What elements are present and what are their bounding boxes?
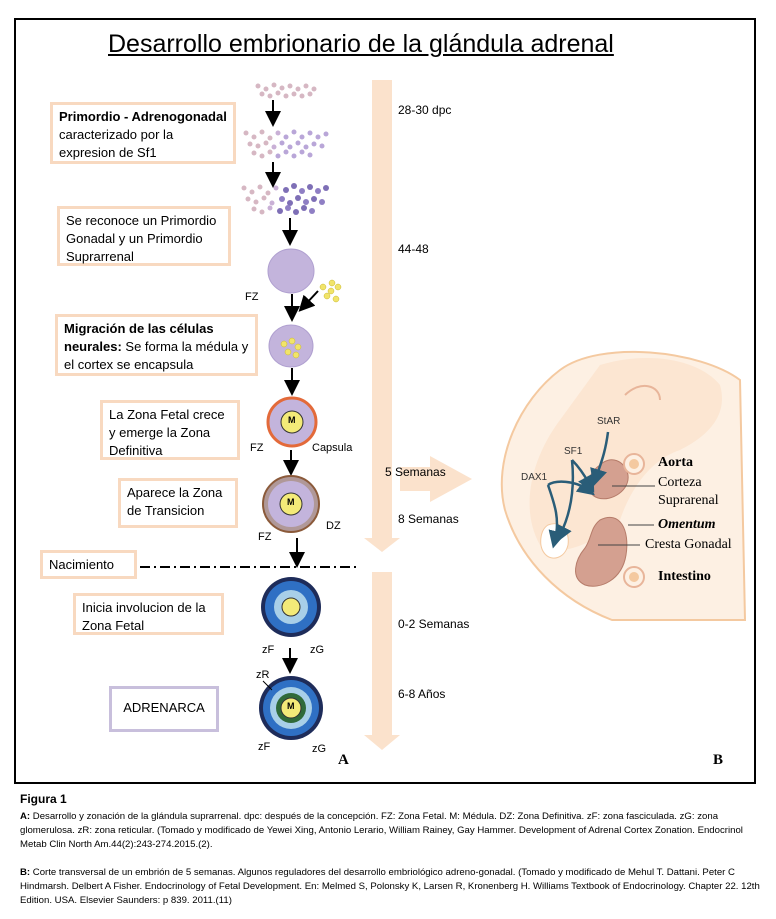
caption-a-label: A: xyxy=(20,811,31,822)
label-fz-1: FZ xyxy=(245,291,259,303)
primordium-circle xyxy=(267,248,315,294)
step-zona-transicion: Aparece la Zona de Transicion xyxy=(118,478,238,528)
figure-title: Desarrollo embrionario de la glándula ad… xyxy=(108,30,614,58)
label-fz-2: FZ xyxy=(250,442,264,454)
zr-pointer xyxy=(262,680,273,691)
label-sf1: SF1 xyxy=(564,446,583,457)
step-involucion: Inicia involucion de la Zona Fetal xyxy=(73,593,224,635)
link-arrow-to-b xyxy=(400,456,472,502)
label-m-2: M xyxy=(287,497,295,507)
time-5-semanas: 5 Semanas xyxy=(385,465,446,479)
step-primordio-adrenogonadal: Primordio - Adrenogonadal caracterizado … xyxy=(50,102,236,164)
label-zr: zR xyxy=(256,669,270,681)
label-omentum: Omentum xyxy=(658,517,716,532)
label-fz-3: FZ xyxy=(258,531,272,543)
time-44-48: 44-48 xyxy=(398,242,429,256)
figure-frame xyxy=(14,18,756,784)
label-zf-2: zF xyxy=(258,741,271,753)
primordium-cluster-3 xyxy=(241,183,329,215)
time-6-8-anos: 6-8 Años xyxy=(398,687,446,701)
primordium-cluster-1 xyxy=(255,82,317,99)
label-capsula: Capsula xyxy=(312,442,353,454)
medulla-cells xyxy=(280,337,302,359)
caption-b-label: B: xyxy=(20,867,31,878)
step-1-text: caracterizado por la expresion de Sf1 xyxy=(59,127,174,160)
label-star: StAR xyxy=(597,416,621,427)
medulla-core-3 xyxy=(281,597,301,617)
step-8-text: ADRENARCA xyxy=(123,700,205,715)
primordium-cluster-2 xyxy=(243,129,329,159)
label-zg-1: zG xyxy=(310,644,325,656)
label-corteza: Corteza xyxy=(658,475,702,490)
neural-crest-cells xyxy=(319,279,342,303)
caption-a-text: Desarrollo y zonación de la glándula sup… xyxy=(20,811,743,850)
regulator-arrows xyxy=(546,431,610,549)
step-adrenarca: ADRENARCA xyxy=(109,686,219,732)
label-cresta-gonadal: Cresta Gonadal xyxy=(645,537,732,552)
label-m-1: M xyxy=(288,415,296,425)
medulla-core xyxy=(280,410,304,434)
step-5-text: Aparece la Zona de Transicion xyxy=(127,485,223,518)
caption-b: B: Corte transversal de un embrión de 5 … xyxy=(20,866,760,908)
timeline-arrow-top xyxy=(364,80,400,552)
step-migracion: Migración de las células neurales: Se fo… xyxy=(55,314,258,376)
step-6-text: Nacimiento xyxy=(49,557,115,572)
panel-a-label: A xyxy=(338,752,349,768)
label-zf-1: zF xyxy=(262,644,275,656)
time-0-2-semanas: 0-2 Semanas xyxy=(398,617,470,631)
time-28-30-dpc: 28-30 dpc xyxy=(398,103,452,117)
time-8-semanas: 8 Semanas xyxy=(398,512,459,526)
step-2-text: Se reconoce un Primordio Gonadal y un Pr… xyxy=(66,213,217,264)
medulla-core-4 xyxy=(280,697,302,719)
step-3-text: Se forma la médula y el cortex se encaps… xyxy=(64,339,249,372)
label-suprarenal: Suprarenal xyxy=(658,493,719,508)
flow-arrows xyxy=(265,100,319,674)
step-primordio-gonadal: Se reconoce un Primordio Gonadal y un Pr… xyxy=(57,206,231,266)
caption-a: A: Desarrollo y zonación de la glándula … xyxy=(20,810,760,852)
figure-label: Figura 1 xyxy=(20,792,67,806)
step-4-text: La Zona Fetal crece y emerge la Zona Def… xyxy=(109,407,225,458)
step-1-bold: Primordio - Adrenogonadal xyxy=(59,109,227,124)
label-zg-2: zG xyxy=(312,743,327,755)
migration-circle xyxy=(268,324,314,368)
step-zona-fetal: La Zona Fetal crece y emerge la Zona Def… xyxy=(100,400,240,460)
label-m-3: M xyxy=(287,701,295,711)
panel-b-label: B xyxy=(713,752,724,768)
label-intestino: Intestino xyxy=(658,569,711,584)
medulla-core-2 xyxy=(279,492,303,516)
label-dz: DZ xyxy=(326,520,341,532)
step-7-text: Inicia involucion de la Zona Fetal xyxy=(82,600,206,633)
label-dax1: DAX1 xyxy=(521,472,548,483)
caption-b-text: Corte transversal de un embrión de 5 sem… xyxy=(20,867,760,906)
b-pointer-lines xyxy=(598,485,655,546)
step-3-bold: Migración de las células neurales: xyxy=(64,321,214,354)
step-nacimiento: Nacimiento xyxy=(40,550,137,579)
label-aorta: Aorta xyxy=(658,455,693,470)
timeline-arrow-bottom xyxy=(364,572,400,750)
